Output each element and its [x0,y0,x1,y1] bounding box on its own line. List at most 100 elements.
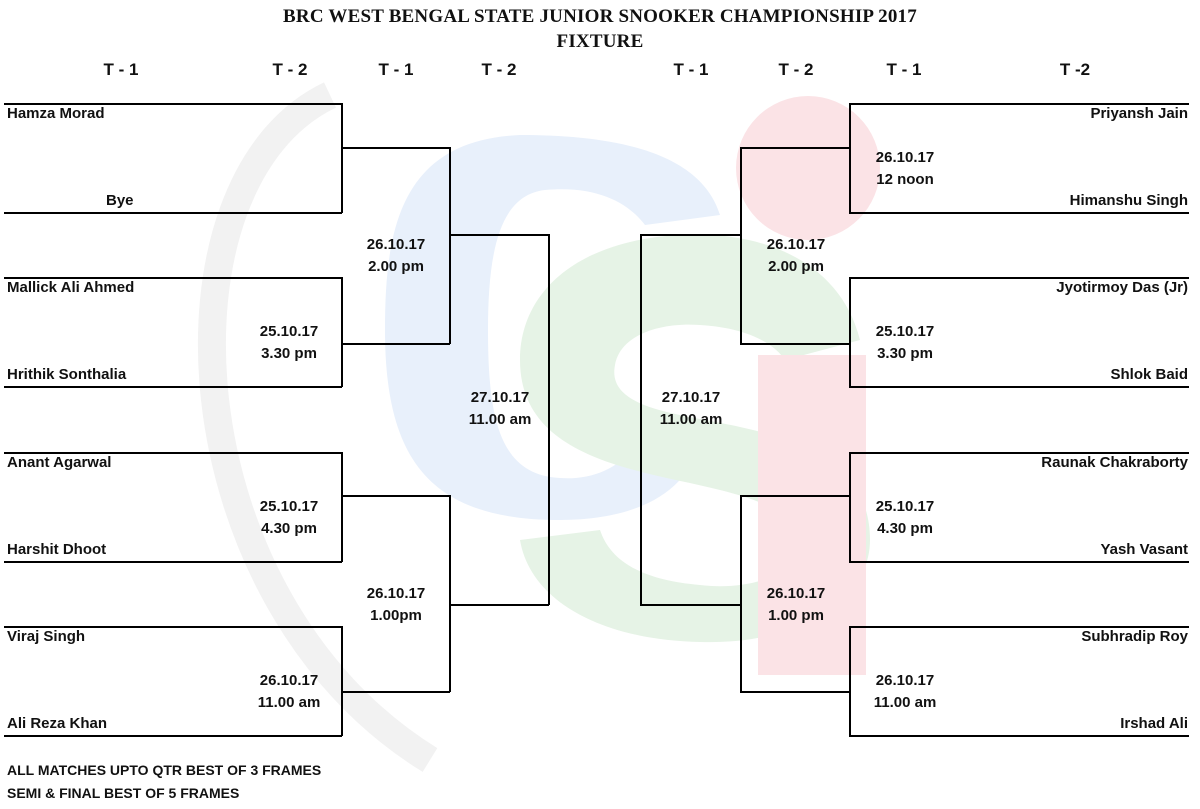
match-date: 26.10.17 [875,672,935,689]
bracket-line [849,452,851,562]
match-time: 4.30 pm [877,520,933,537]
bracket-line [849,103,851,213]
match-time: 4.30 pm [261,520,317,537]
column-header: T - 2 [778,60,814,79]
match-date: 26.10.17 [766,236,826,253]
match-time: 11.00 am [257,694,321,711]
bracket-line [849,277,1189,279]
bracket-line [4,735,342,737]
player-name: Yash Vasant [1100,541,1188,558]
page-subtitle: FIXTURE [556,31,644,52]
match-schedule: 25.10.17 4.30 pm [855,496,955,540]
match-date: 27.10.17 [470,389,530,406]
column-header: T - 2 [481,60,517,79]
bracket-line [449,495,451,692]
column-header: T - 1 [378,60,414,79]
bracket-line [4,277,342,279]
player-name: Viraj Singh [7,628,86,645]
player-name: Bye [106,192,134,209]
bracket-line [740,691,850,693]
match-date: 26.10.17 [766,585,826,602]
match-time: 3.30 pm [877,345,933,362]
match-time: 2.00 pm [768,258,824,275]
watermark-pink-dot [736,96,880,240]
player-name: Mallick Ali Ahmed [7,279,135,296]
bracket-line [740,495,850,497]
bracket-line [849,735,1189,737]
bracket-line [849,277,851,387]
match-schedule: 26.10.17 2.00 pm [746,234,846,278]
bracket-line [4,103,342,105]
watermark-blue-c [385,135,720,520]
bracket-line [640,234,741,236]
match-schedule: 25.10.17 4.30 pm [239,496,339,540]
player-name: Hrithik Sonthalia [7,366,127,383]
player-name: Priyansh Jain [1090,105,1188,122]
bracket-line [548,234,550,605]
match-schedule: 26.10.17 2.00 pm [346,234,446,278]
match-schedule: 25.10.17 3.30 pm [855,321,955,365]
bracket-line [341,277,343,387]
bracket-line [640,234,642,605]
bracket-line [849,452,1189,454]
match-time: 1.00pm [370,607,422,624]
match-date: 25.10.17 [875,323,935,340]
rules-note: ALL MATCHES UPTO QTR BEST OF 3 FRAMES [7,762,322,778]
bracket-line [449,147,451,344]
bracket-line [449,234,549,236]
player-name: Shlok Baid [1110,366,1188,383]
bracket-line [341,626,343,736]
player-name: Jyotirmoy Das (Jr) [1056,279,1188,296]
bracket-line [341,495,450,497]
match-time: 11.00 am [873,694,937,711]
match-schedule: 27.10.17 11.00 am [641,387,741,431]
bracket-line [341,343,450,345]
player-name: Himanshu Singh [1069,192,1188,209]
match-time: 11.00 am [659,411,723,428]
column-header: T - 1 [673,60,709,79]
bracket-line [740,147,742,344]
player-name: Irshad Ali [1120,715,1188,732]
column-header: T - 1 [886,60,922,79]
match-date: 26.10.17 [875,149,935,166]
player-name: Raunak Chakraborty [1041,454,1188,471]
watermark-pink-bar [758,355,866,675]
player-name: Ali Reza Khan [7,715,108,732]
bracket-line [4,626,342,628]
bracket-line [4,561,342,563]
bracket-line [4,452,342,454]
match-date: 26.10.17 [366,585,426,602]
player-name: Harshit Dhoot [7,541,107,558]
bracket-line [341,103,343,213]
bracket-line [4,212,342,214]
match-schedule: 25.10.17 3.30 pm [239,321,339,365]
match-time: 3.30 pm [261,345,317,362]
match-schedule: 26.10.17 12 noon [855,147,955,191]
match-time: 11.00 am [468,411,532,428]
match-date: 26.10.17 [259,672,319,689]
match-time: 1.00 pm [768,607,824,624]
match-schedule: 26.10.17 11.00 am [855,670,955,714]
match-schedule: 26.10.17 1.00pm [346,583,446,627]
match-time: 2.00 pm [368,258,424,275]
player-name: Hamza Morad [7,105,105,122]
watermark-swoosh [198,82,438,772]
bracket-line [740,147,850,149]
bracket-line [849,561,1189,563]
bracket-line [640,604,741,606]
match-date: 27.10.17 [661,389,721,406]
bracket-line [849,103,1189,105]
bracket-line [341,147,450,149]
match-time: 12 noon [876,171,934,188]
match-schedule: 26.10.17 1.00 pm [746,583,846,627]
match-date: 25.10.17 [875,498,935,515]
match-schedule: 27.10.17 11.00 am [450,387,550,431]
match-date: 26.10.17 [366,236,426,253]
bracket-line [341,691,450,693]
player-name: Subhradip Roy [1081,628,1188,645]
rules-note: SEMI & FINAL BEST OF 5 FRAMES [7,785,240,801]
bracket-line [849,626,851,736]
column-header: T - 2 [272,60,308,79]
bracket-line [849,626,1189,628]
